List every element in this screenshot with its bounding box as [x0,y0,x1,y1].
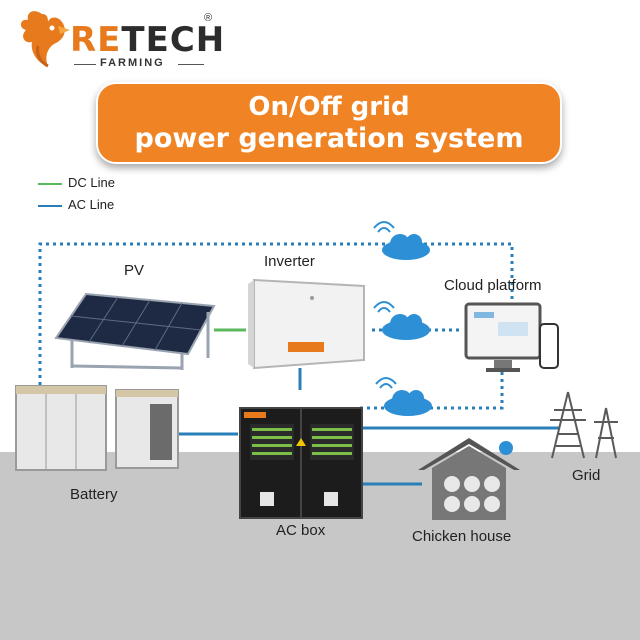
ac-line-swatch [38,204,62,207]
chicken-house-label: Chicken house [412,528,512,545]
ac-box-label: AC box [276,522,326,539]
power-pylon-icon [550,391,618,459]
inverter-label: Inverter [264,253,315,270]
cloud-platform-label: Cloud platform [444,277,542,294]
legend-label-ac: AC Line [68,197,115,212]
title-banner: On/Off grid power generation system [96,82,562,164]
battery-cabinet-icon [15,385,179,471]
subtitle-rule-left [74,64,96,65]
comm-line-top [38,242,514,385]
comm-line-acbox-cloud [360,372,504,410]
chicken-house-icon [418,438,520,520]
banner-title-line1: On/Off grid [248,92,410,122]
legend-label-dc: DC Line [68,175,115,190]
dc-line-swatch [38,182,62,185]
brand-name: RETECH [70,20,226,60]
battery-label: Battery [70,486,118,503]
cloud-icon-top [373,221,430,260]
cloud-icon-bottom [375,377,432,416]
brand-subtitle: FARMING [100,57,165,69]
banner-title-line2: power generation system [134,123,524,154]
inverter-icon [248,278,365,370]
solar-panel-icon [54,292,216,370]
legend-item-dc: DC Line [38,175,115,190]
ac-box-icon [239,407,363,519]
rooster-logo-icon [20,11,70,68]
legend-item-ac: AC Line [38,197,114,212]
grid-label: Grid [572,467,601,484]
registered-mark: ® [204,12,213,24]
monitor-icon [464,302,559,372]
cloud-icon-middle [373,301,430,340]
subtitle-rule-right [178,64,204,65]
pv-label: PV [124,262,145,279]
